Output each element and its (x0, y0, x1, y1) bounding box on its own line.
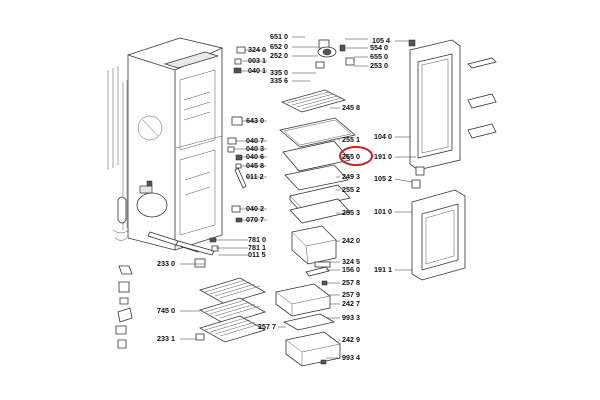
part-label-2578: 257 8 (342, 278, 360, 287)
doors (408, 39, 497, 281)
part-label-2429: 242 9 (342, 335, 360, 344)
part-label-0407: 040 7 (246, 136, 264, 145)
part-label-1910: 191 0 (374, 152, 392, 161)
part-label-2579: 257 9 (342, 290, 360, 299)
part-label-0458: 045 8 (246, 161, 264, 170)
part-label-7810: 781 0 (248, 235, 266, 244)
part-label-1911: 191 1 (374, 265, 392, 274)
part-label-6430: 643 0 (246, 116, 264, 125)
cabinet-drawing (107, 37, 267, 349)
part-label-2520: 252 0 (270, 51, 288, 60)
part-label-0112: 011 2 (246, 172, 264, 181)
part-label-3350: 335 0 (270, 68, 288, 77)
part-label-2427: 242 7 (342, 299, 360, 308)
part-label-2458: 245 8 (342, 103, 360, 112)
lower-door (411, 189, 466, 281)
crisper-drawer-upper (291, 225, 337, 265)
part-label-1040: 104 0 (374, 132, 392, 141)
part-label-1010: 101 0 (374, 207, 392, 216)
part-label-0031: 003 1 (248, 56, 266, 65)
part-label-6550: 655 0 (370, 52, 388, 61)
leader-lines (180, 36, 416, 359)
upper-door (409, 39, 461, 171)
part-label-9934: 993 4 (342, 353, 360, 362)
part-label-0406: 040 6 (246, 152, 264, 161)
part-label-2577: 257 7 (258, 322, 276, 331)
part-label-6510: 651 0 (270, 32, 288, 41)
freezer-drawer (275, 283, 331, 317)
part-label-2552: 255 2 (342, 185, 360, 194)
highlight-circle (339, 146, 373, 166)
part-label-7450: 745 0 (157, 306, 175, 315)
part-label-2551: 255 1 (342, 135, 360, 144)
part-label-2550: 255 0 (342, 152, 360, 161)
part-label-2420: 242 0 (342, 236, 360, 245)
part-label-0115: 011 5 (248, 250, 266, 259)
part-label-2530: 253 0 (370, 61, 388, 70)
freezer-drawer-lower (285, 331, 341, 367)
part-label-0403: 040 3 (246, 144, 264, 153)
part-label-0402: 040 2 (246, 204, 264, 213)
part-label-2553: 255 3 (342, 208, 360, 217)
part-label-1052: 105 2 (374, 174, 392, 183)
part-label-3245: 324 5 (342, 257, 360, 266)
wire-shelves (195, 277, 267, 343)
part-label-2493: 249 3 (342, 172, 360, 181)
part-label-7811: 781 1 (248, 243, 266, 252)
compressor (136, 180, 168, 218)
part-label-6520: 652 0 (270, 42, 288, 51)
part-labels: 324 0 003 1 040 1 643 0 040 7 040 3 040 … (157, 32, 392, 362)
part-label-2331: 233 1 (157, 334, 175, 343)
part-label-1054: 105 4 (372, 36, 390, 45)
part-label-9933: 993 3 (342, 313, 360, 322)
part-label-1560: 156 0 (342, 265, 360, 274)
part-label-0707: 070 7 (246, 215, 264, 224)
part-label-3240: 324 0 (248, 45, 266, 54)
part-label-0401: 040 1 (248, 66, 266, 75)
part-label-3356: 335 6 (270, 76, 288, 85)
middle-parts (275, 39, 356, 367)
part-label-2330: 233 0 (157, 259, 175, 268)
part-label-5540: 554 0 (370, 43, 388, 52)
